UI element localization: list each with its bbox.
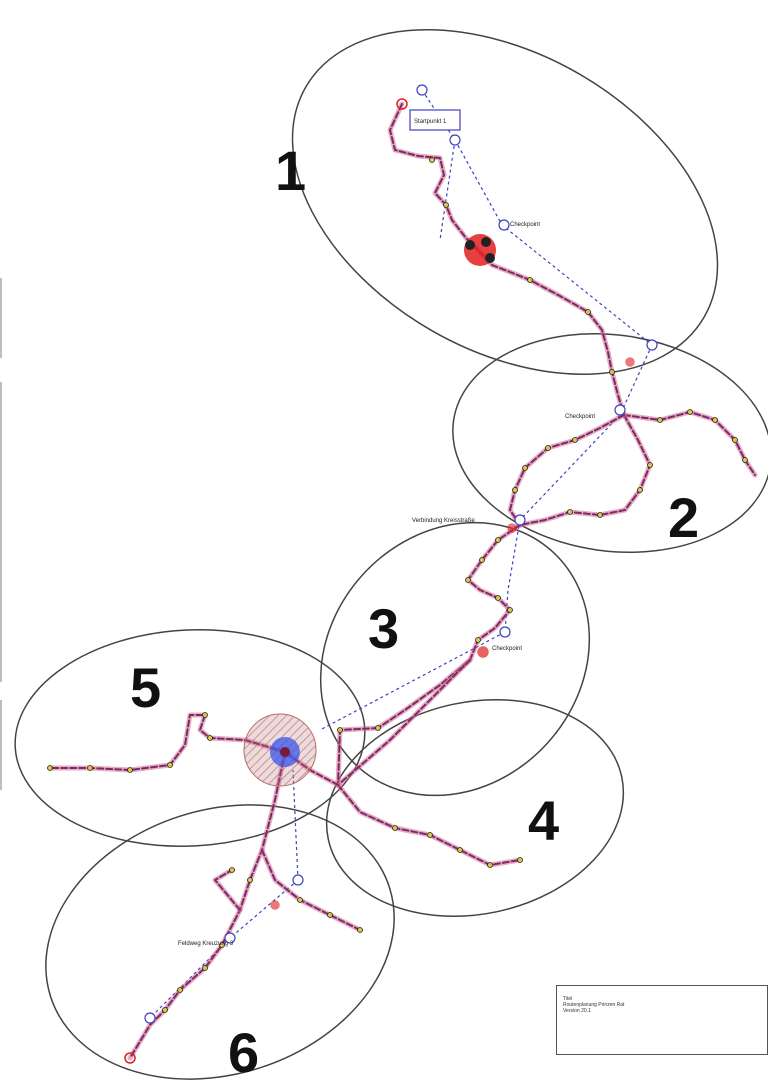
- start-box: [409, 109, 461, 131]
- waypoint-markers: [47, 157, 748, 1013]
- zone-5-ellipse: [14, 629, 366, 847]
- route-paths: [47, 101, 758, 1061]
- zone-3-note: Checkpoint: [492, 646, 522, 652]
- zone-2-junction-label: Verbindung Kreisstraße: [412, 518, 475, 524]
- title-block-line-1: Titel: [563, 996, 573, 1002]
- zone-6-note: Feldweg Kreuzung 3: [178, 941, 234, 947]
- zone-2-ellipse: [452, 333, 768, 553]
- control-nodes: [144, 84, 658, 1024]
- title-block-line-2: Routenplanung Prinzen Rat: [563, 1002, 625, 1008]
- left-edge-marker: [0, 700, 2, 790]
- zone-6-ellipse: [45, 804, 395, 1080]
- red-markers: [124, 98, 635, 1064]
- zone-5-hub: [243, 713, 317, 787]
- title-block: Titel Routenplanung Prinzen Rat Version …: [556, 985, 768, 1055]
- zone-5-number: 5: [130, 656, 161, 719]
- start-box-label: Startpunkt 1: [414, 119, 447, 125]
- title-block-line-3: Version 20.1: [563, 1008, 591, 1014]
- zone-1-number: 1: [275, 139, 306, 202]
- zone-2-note: Checkpoint: [565, 414, 595, 420]
- zone-3-number: 3: [368, 597, 399, 660]
- zone-2-number: 2: [668, 486, 699, 549]
- zone-4-number: 4: [528, 789, 559, 852]
- left-edge-marker: [0, 278, 2, 358]
- zone-6-number: 6: [228, 1021, 259, 1082]
- zone-1-ellipse: [291, 29, 719, 375]
- left-edge-marker: [0, 382, 2, 682]
- zone-1-hub: [464, 234, 496, 266]
- zone-4-ellipse: [325, 698, 625, 918]
- dashed-link-lines: [149, 89, 653, 1019]
- zone-1-note: Checkpoint: [510, 222, 540, 228]
